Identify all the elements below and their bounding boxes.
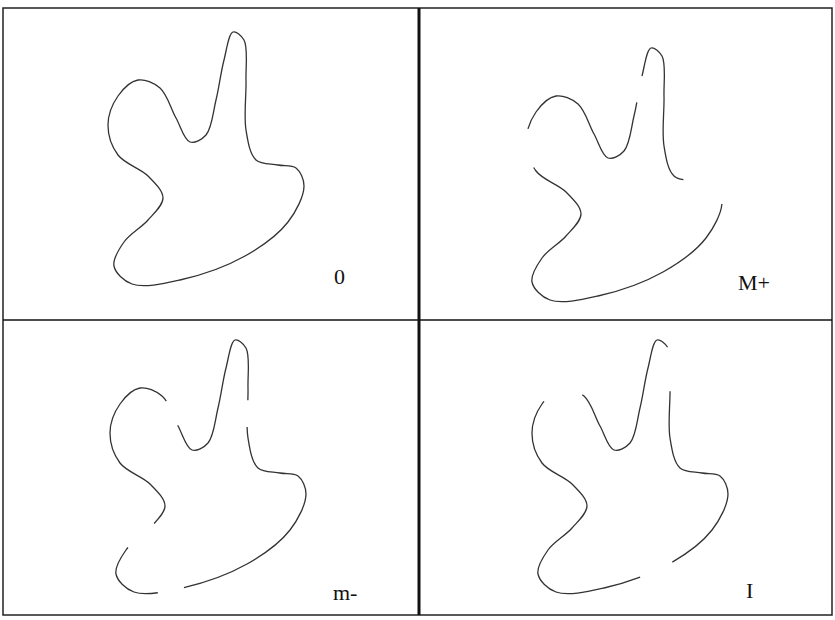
blob-outline bbox=[108, 32, 304, 286]
blob-outline bbox=[110, 340, 306, 594]
blob-group bbox=[108, 32, 728, 594]
panel-label: m- bbox=[333, 582, 357, 604]
blob-outline bbox=[526, 48, 722, 302]
panel-label: 0 bbox=[334, 266, 345, 288]
panel-divider bbox=[3, 319, 832, 321]
blob-outline bbox=[532, 340, 728, 594]
panel-label: M+ bbox=[738, 272, 770, 294]
panel-label: I bbox=[746, 580, 753, 602]
outer-frame bbox=[3, 8, 832, 615]
panel-divider bbox=[418, 8, 421, 615]
